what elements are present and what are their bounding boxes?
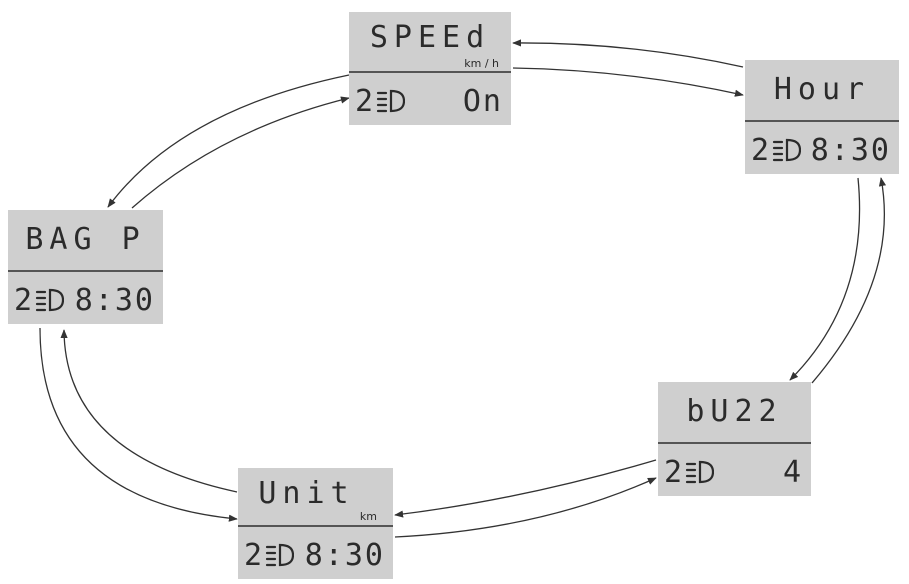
- unit-title: Unit: [258, 476, 355, 511]
- buzz-level: 2: [664, 455, 683, 490]
- speed-title: SPEEd: [369, 20, 491, 55]
- speed-unit: km / h: [464, 57, 499, 70]
- unit-divider: [238, 525, 393, 527]
- bag-level: 2: [14, 283, 33, 318]
- buzz-divider: [658, 442, 811, 444]
- unit-panel: Unit km 2 8:30: [238, 468, 393, 579]
- hour-panel: Hour 2 8:30: [745, 60, 899, 174]
- arrow-hour-to-buzz: [789, 177, 861, 381]
- speed-panel: SPEEd km / h 2 On: [349, 12, 511, 125]
- bag-panel: BAG P 2 8:30: [8, 210, 163, 324]
- hour-level: 2: [751, 133, 770, 168]
- arrow-unit-to-bag: [60, 329, 238, 493]
- buzz-panel: bU22 2 4: [658, 382, 811, 496]
- hour-title: Hour: [773, 72, 871, 107]
- headlamp-icon: [35, 288, 64, 312]
- arrow-bag-to-speed: [131, 96, 350, 209]
- unit-unit: km: [359, 510, 377, 523]
- arrow-buzz-to-hour: [811, 177, 887, 384]
- bag-divider: [8, 270, 163, 272]
- arrow-hour-to-speed: [512, 39, 744, 68]
- bag-value: 8:30: [74, 283, 155, 318]
- speed-level: 2: [355, 84, 374, 119]
- arrow-bag-to-unit: [39, 327, 238, 522]
- arrow-speed-to-hour: [512, 67, 744, 97]
- buzz-value: 4: [782, 455, 803, 490]
- speed-value: On: [462, 84, 503, 119]
- unit-level: 2: [244, 538, 263, 573]
- hour-divider: [745, 120, 899, 122]
- hour-value: 8:30: [810, 133, 891, 168]
- headlamp-icon: [685, 460, 714, 484]
- headlamp-icon: [265, 543, 294, 567]
- unit-value: 8:30: [304, 538, 385, 573]
- arrow-unit-to-buzz: [394, 477, 657, 538]
- arrow-speed-to-bag: [107, 74, 350, 208]
- speed-divider: [349, 71, 511, 73]
- headlamp-icon: [376, 89, 405, 113]
- headlamp-icon: [772, 138, 801, 162]
- bag-title: BAG P: [25, 222, 146, 257]
- buzz-title: bU22: [686, 394, 783, 429]
- arrow-buzz-to-unit: [394, 459, 657, 518]
